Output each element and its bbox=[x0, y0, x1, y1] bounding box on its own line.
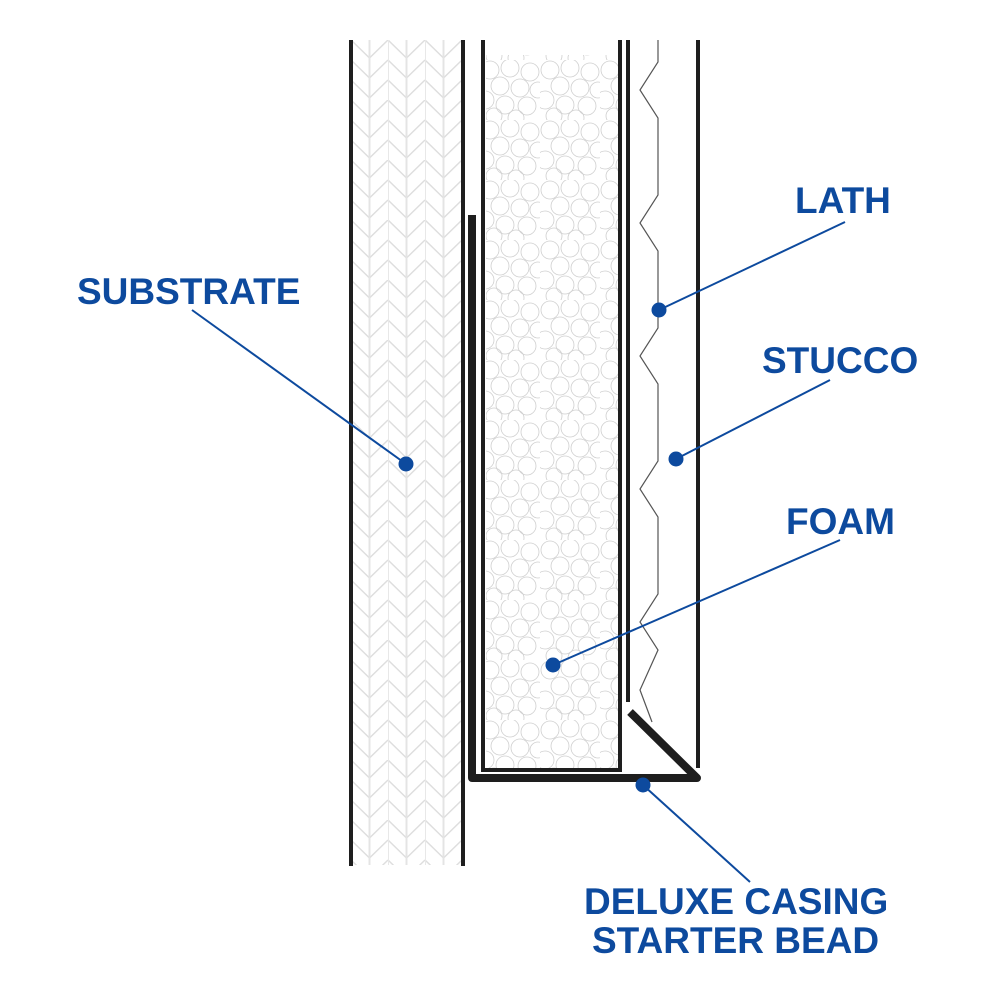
casing-starter-bead bbox=[468, 215, 701, 782]
bead-dot bbox=[635, 777, 651, 793]
lath-leader bbox=[658, 221, 846, 311]
foam-dot bbox=[545, 657, 561, 673]
lath-label: LATH bbox=[795, 180, 891, 221]
bead-label-line2: STARTER BEAD bbox=[592, 920, 880, 961]
leader-lines bbox=[191, 221, 846, 883]
lath-dot bbox=[651, 302, 667, 318]
foam-label: FOAM bbox=[786, 501, 895, 542]
stucco-label: STUCCO bbox=[762, 340, 919, 381]
stucco-leader bbox=[675, 379, 831, 460]
foam-leader bbox=[552, 539, 841, 666]
substrate-leader bbox=[191, 309, 407, 465]
stucco-layer bbox=[626, 40, 700, 768]
substrate-dot bbox=[398, 456, 414, 472]
foam-board bbox=[481, 40, 622, 772]
substrate-label: SUBSTRATE bbox=[77, 271, 301, 312]
bead-label-line1: DELUXE CASING bbox=[584, 881, 889, 922]
bead-leader bbox=[642, 784, 751, 883]
stucco-dot bbox=[668, 451, 684, 467]
substrate bbox=[349, 40, 465, 866]
